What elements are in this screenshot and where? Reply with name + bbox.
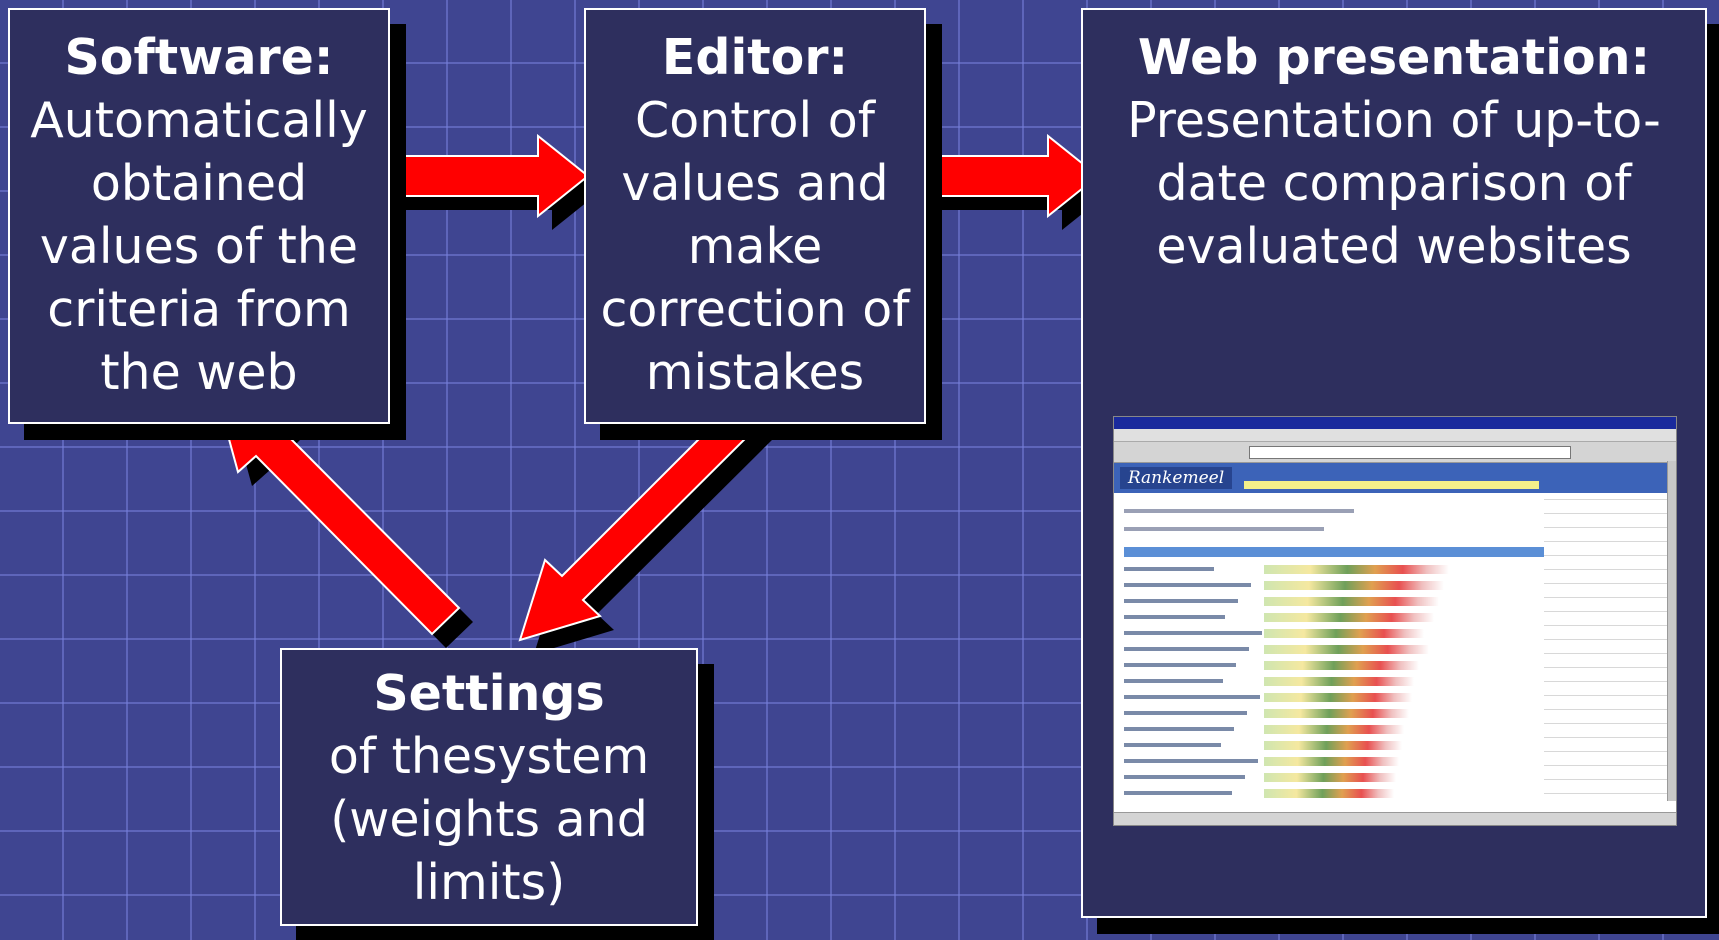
screenshot-address-bar <box>1249 446 1571 459</box>
screenshot-row-label <box>1124 583 1251 587</box>
screenshot-row-bar <box>1264 565 1449 574</box>
web-presentation-title: Web presentation: <box>1137 29 1651 86</box>
settings-body: of thesystem (weights and limits) <box>328 728 650 911</box>
screenshot-row-label <box>1124 791 1232 795</box>
editor-title: Editor: <box>661 29 849 86</box>
screenshot-row-bar <box>1264 757 1399 766</box>
screenshot-row-label <box>1124 727 1234 731</box>
screenshot-row-bar <box>1264 789 1394 798</box>
screenshot-row-label <box>1124 615 1225 619</box>
screenshot-row-bar <box>1264 693 1412 702</box>
software-body: Automatically obtained values of the cri… <box>30 92 368 401</box>
settings-title: Settings <box>373 665 605 722</box>
screenshot-row-label <box>1124 647 1249 651</box>
screenshot-text-line <box>1124 527 1324 531</box>
screenshot-row-bar <box>1264 581 1444 590</box>
screenshot-yellow-strip <box>1244 481 1539 489</box>
screenshot-row-label <box>1124 695 1260 699</box>
screenshot-spreadsheet-grid <box>1544 499 1676 799</box>
screenshot-banner: Rankemeel <box>1114 463 1676 493</box>
editor-body: Control of values and make correction of… <box>600 92 910 401</box>
screenshot-row-bar <box>1264 629 1424 638</box>
screenshot-logo: Rankemeel <box>1120 467 1232 489</box>
screenshot-row-bar <box>1264 597 1439 606</box>
screenshot-row-bar <box>1264 725 1404 734</box>
screenshot-text-line <box>1124 509 1354 513</box>
screenshot-table-header <box>1124 547 1544 557</box>
screenshot-row-label <box>1124 599 1238 603</box>
arrow-editor-to-settings <box>518 398 762 642</box>
screenshot-scrollbar <box>1667 461 1676 801</box>
screenshot-row-label <box>1124 711 1247 715</box>
arrow-settings-to-software <box>213 386 461 636</box>
screenshot-row-bar <box>1264 741 1402 750</box>
screenshot-row-label <box>1124 631 1262 635</box>
arrow-software-to-editor <box>391 133 590 219</box>
editor-box: Editor: Control of values and make corre… <box>584 8 926 424</box>
screenshot-row-label <box>1124 759 1258 763</box>
screenshot-titlebar <box>1114 417 1676 429</box>
screenshot-row-bar <box>1264 645 1429 654</box>
screenshot-statusbar <box>1114 812 1676 825</box>
web-presentation-body: Presentation of up-to- date comparison o… <box>1127 92 1661 275</box>
arrow-editor-to-web <box>903 133 1100 219</box>
screenshot-row-bar <box>1264 661 1419 670</box>
screenshot-row-label <box>1124 663 1236 667</box>
screenshot-row-label <box>1124 679 1223 683</box>
website-screenshot: Rankemeel <box>1113 416 1677 826</box>
screenshot-row-label <box>1124 743 1221 747</box>
screenshot-row-label <box>1124 775 1245 779</box>
screenshot-row-bar <box>1264 677 1414 686</box>
screenshot-menubar <box>1114 429 1676 442</box>
screenshot-row-bar <box>1264 773 1396 782</box>
screenshot-row-label <box>1124 567 1214 571</box>
software-title: Software: <box>64 29 334 86</box>
software-box: Software: Automatically obtained values … <box>8 8 390 424</box>
screenshot-row-bar <box>1264 613 1434 622</box>
settings-box: Settings of thesystem (weights and limit… <box>280 648 698 926</box>
screenshot-toolbar <box>1114 442 1676 463</box>
screenshot-row-bar <box>1264 709 1409 718</box>
